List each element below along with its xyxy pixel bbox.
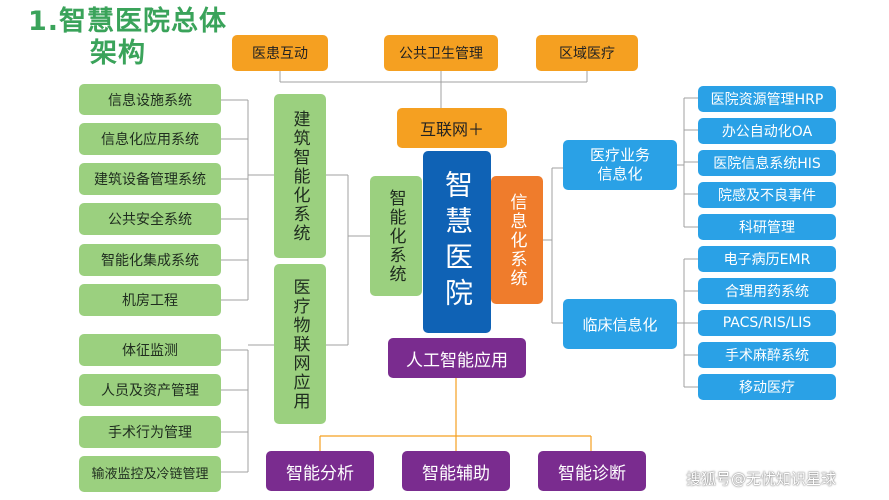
information-system-label: 信息化系统 (506, 192, 527, 288)
title-line-2: 架构 (90, 38, 146, 69)
right-item-oa: 办公自动化OA (698, 118, 836, 144)
left-system-info-facility: 信息设施系统 (79, 84, 221, 115)
top-item-doctor-patient: 医患互动 (232, 35, 328, 71)
left-system-public-safety: 公共安全系统 (79, 203, 221, 235)
bottom-item-intelligent-diagnosis: 智能诊断 (538, 451, 646, 491)
left-system-integration: 智能化集成系统 (79, 244, 221, 276)
building-intelligence-label: 建筑智能化系统 (289, 109, 310, 243)
right-item-infection-events: 院感及不良事件 (698, 182, 836, 208)
top-item-regional-medical: 区域医疗 (536, 35, 638, 71)
left-system-info-app: 信息化应用系统 (79, 123, 221, 155)
right-item-mobile-medical: 移动医疗 (698, 374, 836, 400)
page-title: 1.智慧医院总体 架构 (28, 6, 268, 70)
information-system: 信息化系统 (491, 176, 543, 304)
smart-hospital-center: 智慧医院 (423, 151, 491, 333)
right-item-anesthesia: 手术麻醉系统 (698, 342, 836, 368)
right-item-research: 科研管理 (698, 214, 836, 240)
medical-iot-application: 医疗物联网应用 (274, 264, 326, 424)
left-system-personnel-assets: 人员及资产管理 (79, 374, 221, 406)
right-item-rational-drug: 合理用药系统 (698, 278, 836, 304)
intelligent-system: 智能化系统 (370, 176, 422, 296)
medical-iot-label: 医疗物联网应用 (289, 277, 310, 411)
right-item-pacs-ris-lis: PACS/RIS/LIS (698, 310, 836, 336)
smart-hospital-label: 智慧医院 (441, 170, 474, 314)
medical-business-informatization: 医疗业务信息化 (563, 140, 677, 190)
watermark: 搜狐号@无忧知识星球 (686, 470, 837, 488)
ai-application: 人工智能应用 (388, 338, 526, 378)
top-item-public-health: 公共卫生管理 (384, 35, 498, 71)
intelligent-system-label: 智能化系统 (385, 188, 406, 284)
right-item-his: 医院信息系统HIS (698, 150, 836, 176)
left-system-surgery-behavior: 手术行为管理 (79, 416, 221, 448)
left-system-vital-signs: 体征监测 (79, 334, 221, 366)
right-item-hrp: 医院资源管理HRP (698, 86, 836, 112)
bottom-item-intelligent-analysis: 智能分析 (266, 451, 374, 491)
bottom-item-intelligent-assist: 智能辅助 (402, 451, 510, 491)
left-system-infusion-coldchain: 输液监控及冷链管理 (79, 456, 221, 492)
left-system-building-equipment: 建筑设备管理系统 (79, 163, 221, 195)
internet-plus-box: 互联网＋ (397, 108, 507, 148)
clinical-informatization: 临床信息化 (563, 299, 677, 349)
right-item-emr: 电子病历EMR (698, 246, 836, 272)
building-intelligence-system: 建筑智能化系统 (274, 94, 326, 258)
title-line-1: 1.智慧医院总体 (28, 6, 228, 37)
left-system-machine-room: 机房工程 (79, 284, 221, 316)
